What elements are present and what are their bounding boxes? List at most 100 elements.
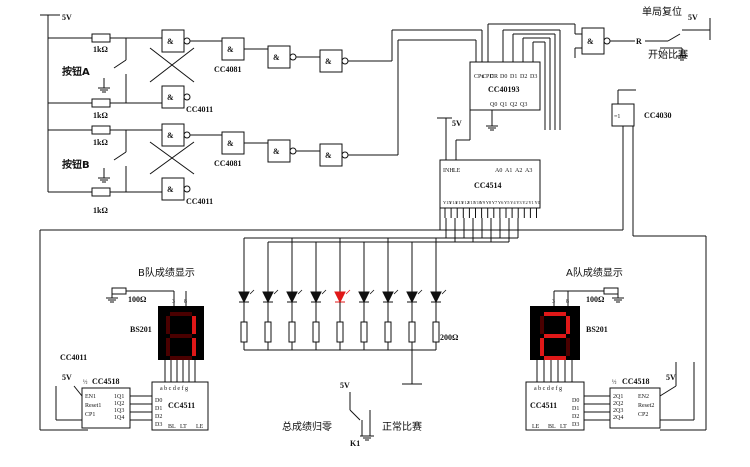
cc4030-symbol: =1 xyxy=(614,114,620,120)
cc4514-pin-y3: Y3 xyxy=(516,200,522,205)
outer-wires xyxy=(39,126,707,431)
cc4514-pin-y14: Y14 xyxy=(449,200,457,205)
team-a-cc4518-2q1: 2Q1 xyxy=(613,394,623,400)
cc40193-body xyxy=(469,61,541,111)
cc4030-label: CC4030 xyxy=(644,111,672,120)
cc4514-pin-y6: Y6 xyxy=(498,200,504,205)
segment-a xyxy=(544,312,566,316)
team-b-cc4518-1q2: 1Q2 xyxy=(114,401,124,407)
team-b-label: B队成绩显示 xyxy=(138,266,195,279)
cc40193-pin-cr: CR xyxy=(490,74,498,80)
k1-label: K1 xyxy=(350,439,360,448)
led-diode xyxy=(238,291,250,304)
cc40193-pin-d1: D1 xyxy=(510,74,517,80)
team-a-resistor-label: 100Ω xyxy=(586,295,605,304)
segment-d xyxy=(170,356,192,360)
segment-a xyxy=(170,312,192,316)
segment-c xyxy=(192,338,196,356)
cc4011-b-label: CC4011 xyxy=(186,197,213,206)
team-a-cc4511-d3: D3 xyxy=(572,422,579,428)
team-a-cc4511-d1: D1 xyxy=(572,406,579,412)
cc4514-pin-y10: Y10 xyxy=(474,200,482,205)
team-a-cc4518-label: CC4518 xyxy=(622,377,650,386)
total-reset-section: 5V 总成绩归零 正常比赛 K1 xyxy=(282,381,422,448)
resistor-b2 xyxy=(91,187,111,197)
led-diode xyxy=(358,291,370,304)
nand-gate-a3-symbol: & xyxy=(273,53,280,62)
cc40193-pin-cpu: CPu xyxy=(474,74,484,80)
team-a-cc4518-reset2: Reset2 xyxy=(638,403,654,409)
led-resistor xyxy=(336,321,344,343)
cc4514-pin-a3: A3 xyxy=(525,168,532,174)
resistor-b2-label: 1kΩ xyxy=(93,206,108,215)
led-resistor xyxy=(384,321,392,343)
cc40193-pin-q1: Q1 xyxy=(500,102,507,108)
cc40193-pin-q2: Q2 xyxy=(510,102,517,108)
cc4514-chip: INH LE A0 A1 A2 A3 CC4514 Y15Y14Y13Y12Y1… xyxy=(437,110,541,218)
team-a-cc4518-2q3: 2Q3 xyxy=(613,408,623,414)
team-b-cc4511-d2: D2 xyxy=(155,414,162,420)
team-b-digit xyxy=(166,312,196,360)
team-a-bs201-label: BS201 xyxy=(586,325,608,334)
led-diode xyxy=(430,291,442,304)
led-resistor xyxy=(240,321,248,343)
latch-a: & & CC4011 & CC4081 & & xyxy=(149,29,483,114)
nand-gate-reset-symbol: & xyxy=(587,37,594,46)
nand-gate-a1-symbol: & xyxy=(167,37,174,46)
segment-e xyxy=(540,338,544,356)
team-b-cc4511-d1: D1 xyxy=(155,406,162,412)
ground-40193 xyxy=(486,110,498,131)
led-emission-arrow xyxy=(249,289,255,295)
segment-g xyxy=(544,334,566,338)
cc4514-pin-y8: Y8 xyxy=(486,200,492,205)
team-b-cc4511-d3: D3 xyxy=(155,422,162,428)
resistor-b1-label: 1kΩ xyxy=(93,138,108,147)
team-a-cc4518-2q2: 2Q2 xyxy=(613,401,623,407)
led-diode xyxy=(406,291,418,304)
team-b-cc4511-label: CC4511 xyxy=(168,401,195,410)
led-emission-arrow xyxy=(297,289,303,295)
cc4011-a-label: CC4011 xyxy=(186,105,213,114)
cc4514-pin-y9: Y9 xyxy=(480,200,486,205)
cc4514-body xyxy=(439,159,541,209)
and-gate-a-symbol: & xyxy=(227,45,234,54)
cc4514-pin-y15: Y15 xyxy=(443,200,451,205)
segment-d xyxy=(544,356,566,360)
cc4514-pin-y5: Y5 xyxy=(504,200,510,205)
cc4081-a-label: CC4081 xyxy=(214,65,242,74)
team-b-cc4518-1q3: 1Q3 xyxy=(114,408,124,414)
button-b-label: 按钮B xyxy=(62,158,90,171)
resistor-a2 xyxy=(91,98,111,108)
cc4514-pin-y12: Y12 xyxy=(461,200,469,205)
team-b-cc4518-label: CC4518 xyxy=(92,377,120,386)
cc4514-pin-a1: A1 xyxy=(505,168,512,174)
led-diode xyxy=(310,291,322,304)
cc4514-pin-y1: Y1 xyxy=(528,200,534,205)
team-a-cc4511-lt: LT xyxy=(560,424,567,430)
team-b-bs201-label: BS201 xyxy=(130,325,152,334)
led-rail: 200Ω xyxy=(244,333,459,385)
led-emission-arrow xyxy=(369,289,375,295)
segment-f xyxy=(540,316,544,334)
led-resistor xyxy=(288,321,296,343)
team-b-half-label: ½ xyxy=(83,379,88,386)
team-a-cc4518-2q4: 2Q4 xyxy=(613,415,623,421)
led-resistor-label: 200Ω xyxy=(440,333,459,342)
team-b-cc4511-bl: BL xyxy=(168,424,176,430)
and-gate-b-symbol: & xyxy=(227,139,234,148)
nand-gate-a2-symbol: & xyxy=(167,93,174,102)
segment-g xyxy=(170,334,192,338)
team-b-cc4511-lt: LT xyxy=(180,424,187,430)
nand-gate-b4-symbol: & xyxy=(325,151,332,160)
team-a-label: A队成绩显示 xyxy=(566,266,623,279)
led-emission-arrow xyxy=(321,289,327,295)
reset-section: & R 5V 单局复位 开始比赛 xyxy=(574,5,711,61)
button-a-label: 按钮A xyxy=(62,65,90,78)
team-a-cc4511 xyxy=(525,381,585,431)
team-a-cc4511-d0: D0 xyxy=(572,398,579,404)
normal-game-label: 正常比赛 xyxy=(382,420,422,433)
team-b-display: B队成绩显示 3 8 100Ω BS201 CC4011 a b c d e f… xyxy=(55,266,209,431)
nand-gate-b1-symbol: & xyxy=(167,131,174,140)
cc4514-pin-y11: Y11 xyxy=(467,200,475,205)
